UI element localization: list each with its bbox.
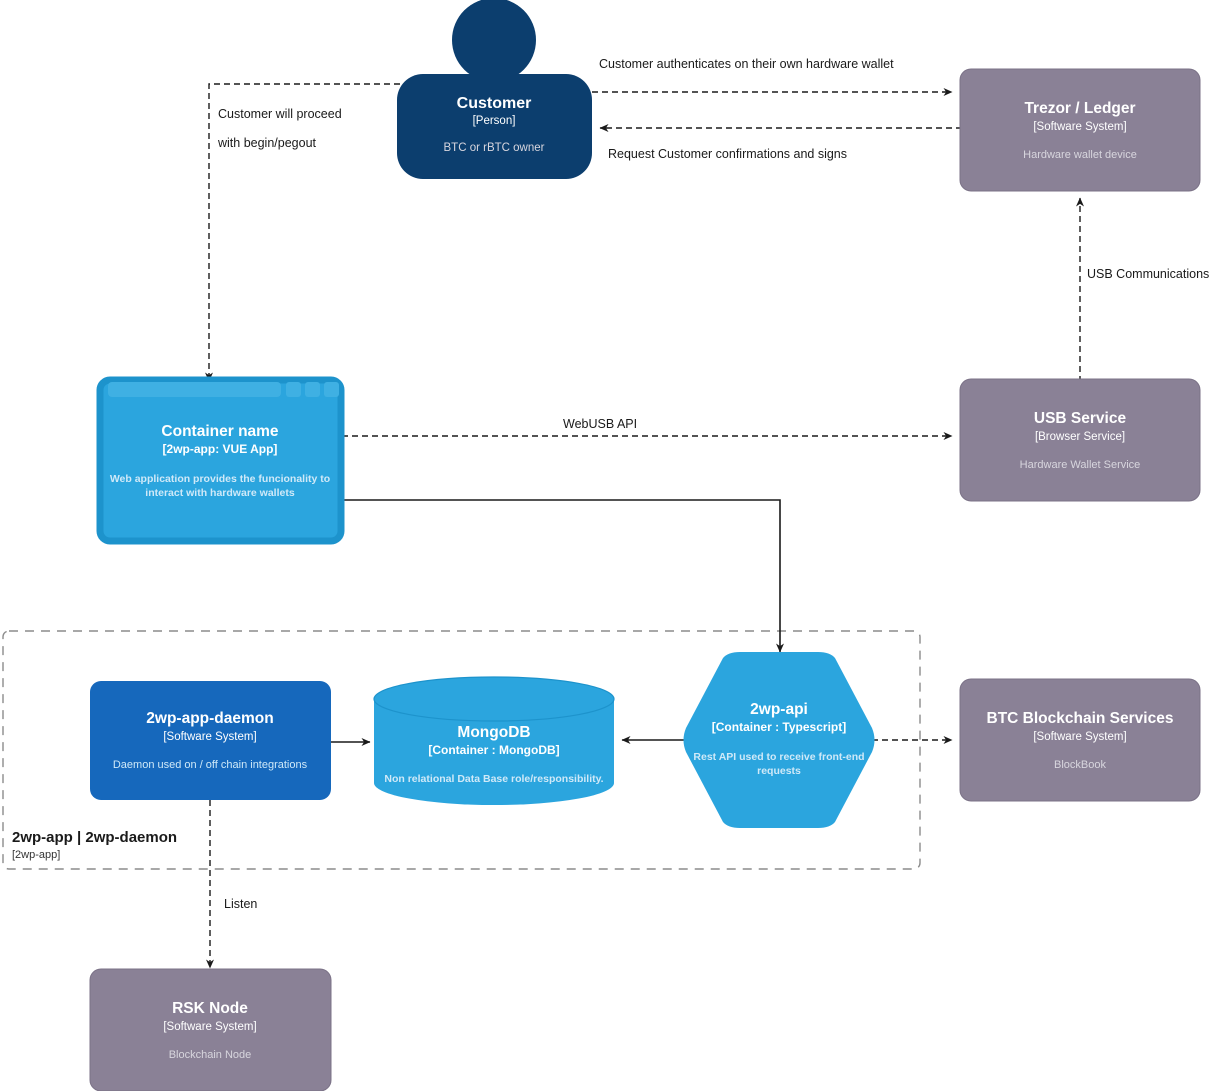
person-head-icon bbox=[452, 0, 536, 82]
boundary-2wp-app: 2wp-app | 2wp-daemon [2wp-app] bbox=[2, 630, 921, 870]
node-title: Customer bbox=[457, 95, 532, 112]
node-description-line2: interact with hardware wallets bbox=[145, 487, 295, 499]
node-title: MongoDB bbox=[457, 724, 530, 741]
cylinder-body bbox=[374, 699, 614, 805]
edge-vue-app-to-twp-api bbox=[341, 499, 784, 653]
edge-label-begin-pegout-line1: Customer will proceed bbox=[218, 107, 342, 121]
node-type: [Software System] bbox=[163, 1021, 256, 1033]
node-type: [Browser Service] bbox=[1035, 431, 1125, 443]
edge-label-usb-communications: USB Communications bbox=[1087, 267, 1209, 281]
edge-label-customer-authenticates: Customer authenticates on their own hard… bbox=[599, 57, 894, 71]
node-box bbox=[90, 681, 331, 800]
node-usb-service[interactable]: USB Service [Browser Service] Hardware W… bbox=[959, 378, 1201, 502]
browser-button-minimize-icon[interactable] bbox=[286, 382, 301, 397]
node-description: BlockBook bbox=[1054, 759, 1106, 771]
browser-window-frame bbox=[96, 376, 345, 545]
node-description: Hardware wallet device bbox=[1023, 149, 1137, 161]
node-vue-app[interactable]: Container name [2wp-app: VUE App] Web ap… bbox=[96, 376, 345, 545]
node-type: [Container : Typescript] bbox=[712, 720, 846, 734]
browser-button-close-icon[interactable] bbox=[324, 382, 339, 397]
node-rsk-node[interactable]: RSK Node [Software System] Blockchain No… bbox=[89, 968, 332, 1091]
edge-label-request-confirmations: Request Customer confirmations and signs bbox=[608, 147, 847, 161]
browser-address-bar bbox=[108, 382, 281, 397]
node-type: [Person] bbox=[473, 115, 516, 127]
node-2wp-api[interactable]: 2wp-api [Container : Typescript] Rest AP… bbox=[683, 652, 875, 828]
boundary-rect bbox=[2, 630, 921, 870]
node-description-line2: requests bbox=[757, 765, 801, 777]
person-body bbox=[397, 74, 592, 179]
node-title: RSK Node bbox=[172, 1000, 248, 1017]
edge-daemon-to-rsk-node: Listen bbox=[206, 800, 257, 969]
edge-line bbox=[205, 83, 400, 382]
node-title: USB Service bbox=[1034, 410, 1127, 427]
edge-label-begin-pegout-line2: with begin/pegout bbox=[217, 136, 317, 150]
edge-line bbox=[341, 499, 784, 653]
node-description: Blockchain Node bbox=[169, 1049, 252, 1061]
boundary-subtitle: [2wp-app] bbox=[12, 849, 60, 861]
edge-label-listen: Listen bbox=[224, 897, 257, 911]
node-2wp-app-daemon[interactable]: 2wp-app-daemon [Software System] Daemon … bbox=[90, 681, 331, 800]
node-title: Trezor / Ledger bbox=[1024, 100, 1135, 117]
node-box bbox=[89, 968, 332, 1091]
node-type: [Container : MongoDB] bbox=[428, 743, 559, 757]
edge-customer-to-trezor: Customer authenticates on their own hard… bbox=[592, 57, 953, 96]
node-customer[interactable]: Customer [Person] BTC or rBTC owner bbox=[397, 0, 592, 179]
node-box bbox=[959, 68, 1201, 192]
node-description: Daemon used on / off chain integrations bbox=[113, 759, 308, 771]
edge-vue-app-to-usb-service: WebUSB API bbox=[342, 417, 953, 440]
node-box bbox=[959, 378, 1201, 502]
node-description-line1: Web application provides the funcionalit… bbox=[110, 473, 330, 485]
node-type: [2wp-app: VUE App] bbox=[163, 442, 278, 456]
node-title: Container name bbox=[161, 423, 279, 440]
cylinder-top bbox=[373, 676, 615, 722]
node-mongodb[interactable]: MongoDB [Container : MongoDB] Non relati… bbox=[373, 676, 615, 805]
node-description-line1: Rest API used to receive front-end bbox=[693, 751, 864, 763]
browser-button-maximize-icon[interactable] bbox=[305, 382, 320, 397]
node-type: [Software System] bbox=[1033, 731, 1126, 743]
edge-customer-to-vue-app: Customer will proceed with begin/pegout bbox=[205, 83, 400, 382]
node-box bbox=[959, 678, 1201, 802]
node-description: Hardware Wallet Service bbox=[1020, 459, 1141, 471]
node-type: [Software System] bbox=[163, 731, 256, 743]
boundary-title: 2wp-app | 2wp-daemon bbox=[12, 829, 177, 846]
node-type: [Software System] bbox=[1033, 121, 1126, 133]
node-trezor-ledger[interactable]: Trezor / Ledger [Software System] Hardwa… bbox=[959, 68, 1201, 192]
edge-usb-service-to-trezor: USB Communications bbox=[1076, 197, 1209, 382]
hexagon-shape bbox=[683, 652, 875, 828]
node-description: Non relational Data Base role/responsibi… bbox=[384, 773, 603, 785]
edge-label-webusb-api: WebUSB API bbox=[563, 417, 637, 431]
node-title: 2wp-api bbox=[750, 701, 808, 718]
node-btc-blockchain-services[interactable]: BTC Blockchain Services [Software System… bbox=[959, 678, 1201, 802]
node-title: BTC Blockchain Services bbox=[987, 710, 1174, 727]
node-title: 2wp-app-daemon bbox=[146, 710, 273, 727]
node-description: BTC or rBTC owner bbox=[444, 142, 545, 154]
